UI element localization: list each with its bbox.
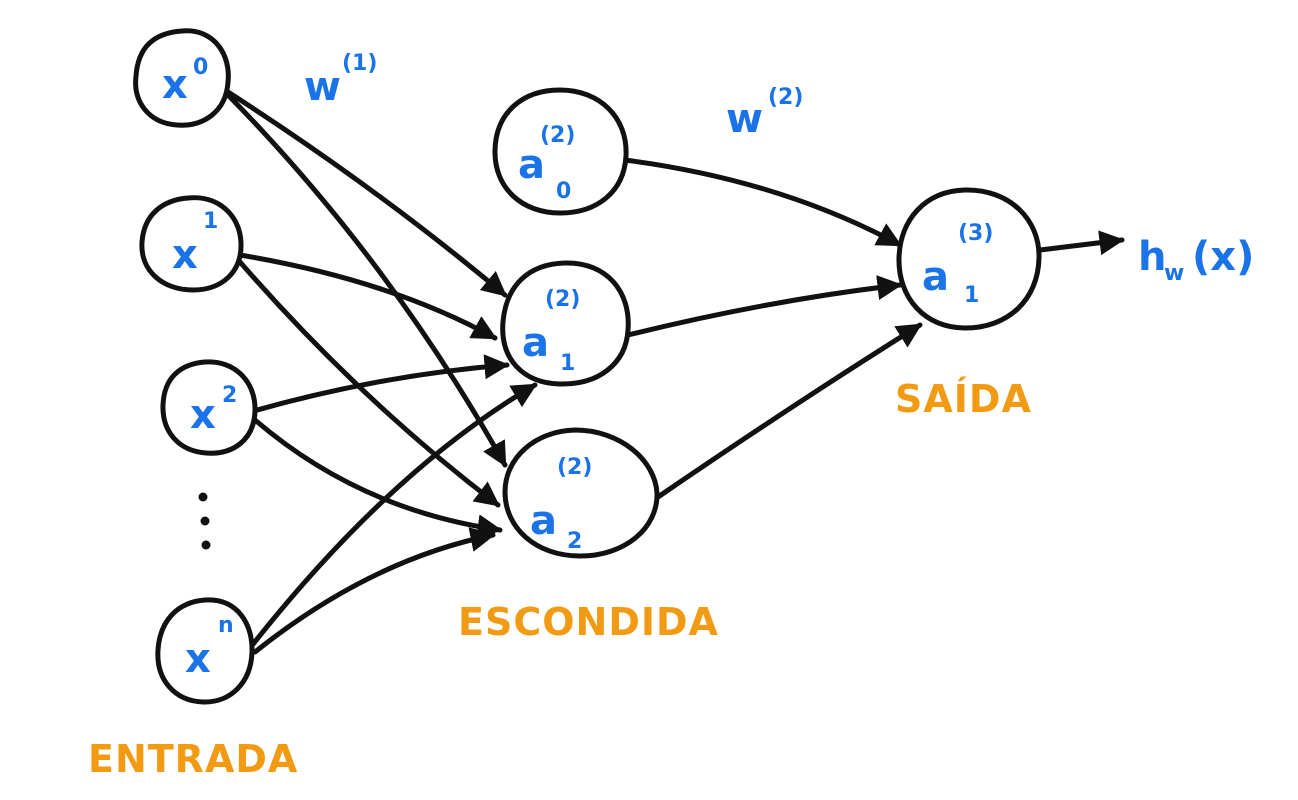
edge-a1-out: [625, 275, 903, 338]
node-a1: a (2) 1: [500, 260, 631, 387]
output-function-label: h w (x): [1138, 234, 1254, 286]
node-a0-base: a: [518, 142, 545, 188]
node-x0-sup: 0: [193, 55, 208, 80]
weight-w1-base: w: [304, 64, 341, 110]
node-a2: a (2) 2: [502, 427, 660, 559]
layer-label-hidden: ESCONDIDA: [458, 600, 719, 644]
output-h: h: [1138, 234, 1166, 280]
node-x1-base: x: [172, 232, 198, 278]
edges-hidden-to-output: [622, 157, 1125, 500]
node-output: a (3) 1: [896, 187, 1042, 331]
edge-x0-a1: [225, 89, 508, 298]
weight-label-w2: w (2): [726, 85, 803, 142]
output-h-sub: w: [1164, 261, 1184, 286]
edge-a0-out: [622, 157, 903, 248]
node-a1-base: a: [522, 320, 549, 366]
node-a0-sub: 0: [556, 179, 571, 204]
edge-out-h: [1037, 230, 1125, 256]
edge-x1-a2: [237, 259, 501, 508]
node-x2-sup: 2: [222, 383, 237, 408]
node-xn-sup: n: [218, 613, 234, 638]
edge-x1-a1: [237, 252, 498, 341]
edge-x2-a2: [252, 417, 503, 540]
edge-x0-a2: [225, 92, 508, 468]
ellipsis-dots: [198, 492, 211, 550]
node-output-base: a: [922, 254, 949, 300]
layer-label-output: SAÍDA: [895, 377, 1032, 421]
node-a1-sup: (2): [545, 287, 580, 312]
node-output-sup: (3): [958, 221, 993, 246]
weight-w1-sup: (1): [342, 51, 377, 76]
node-a0: a (2) 0: [492, 87, 629, 216]
weight-label-w1: w (1): [304, 51, 377, 110]
output-h-arg: (x): [1192, 234, 1254, 280]
edge-x2-a1: [247, 354, 510, 415]
node-output-sub: 1: [964, 283, 979, 308]
node-x1-sup: 1: [203, 209, 218, 234]
node-a1-sub: 1: [560, 351, 575, 376]
node-xn: x n: [155, 597, 255, 705]
node-x0-base: x: [162, 62, 188, 108]
layer-label-input: ENTRADA: [88, 737, 298, 781]
node-x0: x 0: [133, 28, 231, 128]
node-x2-base: x: [190, 392, 216, 438]
node-a2-sub: 2: [567, 529, 582, 554]
node-x1: x 1: [139, 195, 244, 293]
edge-a2-out: [655, 322, 923, 500]
node-a2-sup: (2): [557, 455, 592, 480]
edge-xn-a1: [247, 382, 538, 651]
edges-input-to-hidden: [225, 89, 538, 655]
weight-w2-base: w: [726, 96, 763, 142]
node-x2: x 2: [160, 359, 258, 456]
edge-xn-a2: [252, 527, 496, 655]
weight-w2-sup: (2): [768, 85, 803, 110]
node-xn-base: x: [185, 636, 211, 682]
node-a2-base: a: [530, 498, 557, 544]
node-a0-sup: (2): [540, 123, 575, 148]
